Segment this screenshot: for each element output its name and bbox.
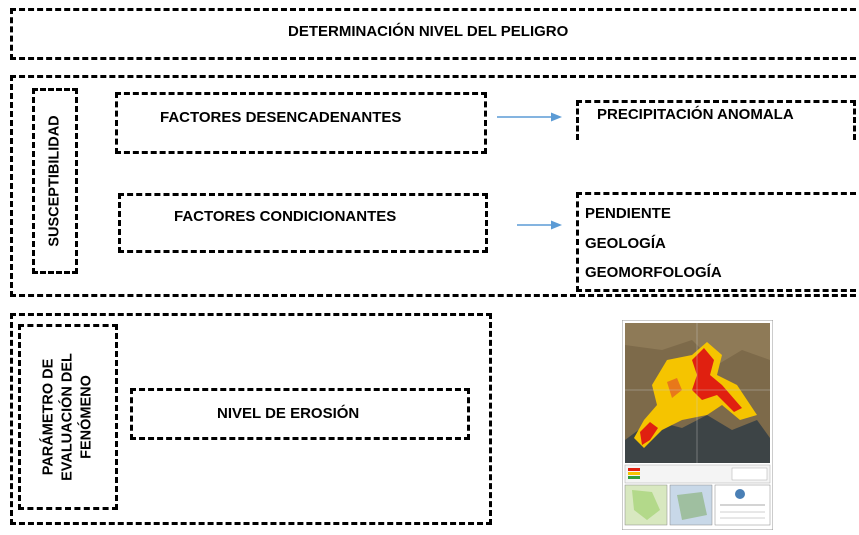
evaluation-section bbox=[10, 313, 492, 525]
susceptibility-label-box bbox=[32, 88, 78, 274]
triggering-factors-label: FACTORES DESENCADENANTES bbox=[160, 109, 402, 126]
arrow-right-icon bbox=[497, 112, 562, 122]
evaluation-label-box bbox=[18, 324, 118, 510]
conditioning-item-geomorfologia: GEOMORFOLOGÍA bbox=[585, 264, 722, 281]
evaluation-label-line-3: FENÓMENO bbox=[78, 375, 95, 459]
susceptibility-label: SUSCEPTIBILIDAD bbox=[46, 115, 63, 247]
title-box bbox=[10, 8, 859, 60]
triggering-items-box bbox=[576, 100, 856, 140]
arrow-right-icon bbox=[517, 220, 562, 230]
evaluation-label-line-1: PARÁMETRO DE bbox=[40, 358, 57, 476]
conditioning-factors-label: FACTORES CONDICIONANTES bbox=[174, 208, 397, 225]
conditioning-item-geologia: GEOLOGÍA bbox=[585, 235, 666, 252]
conditioning-factors-box bbox=[118, 193, 488, 253]
susceptibility-section bbox=[10, 75, 859, 297]
conditioning-item-pendiente: PENDIENTE bbox=[585, 205, 671, 222]
conditioning-items-box bbox=[576, 192, 856, 292]
parameter-box bbox=[130, 388, 470, 440]
triggering-factors-box bbox=[115, 92, 487, 154]
map-hazard-zone bbox=[634, 342, 757, 448]
diagram-title: DETERMINACIÓN NIVEL DEL PELIGRO bbox=[288, 23, 569, 40]
hazard-map-thumbnail bbox=[622, 320, 773, 530]
evaluation-label-line-2: EVALUACIÓN DEL bbox=[59, 353, 76, 481]
parameter-label: NIVEL DE EROSIÓN bbox=[217, 405, 360, 422]
triggering-item: PRECIPITACIÓN ANOMALA bbox=[597, 106, 794, 123]
evaluation-label: PARÁMETRO DE EVALUACIÓN DEL FENÓMENO bbox=[40, 353, 97, 481]
